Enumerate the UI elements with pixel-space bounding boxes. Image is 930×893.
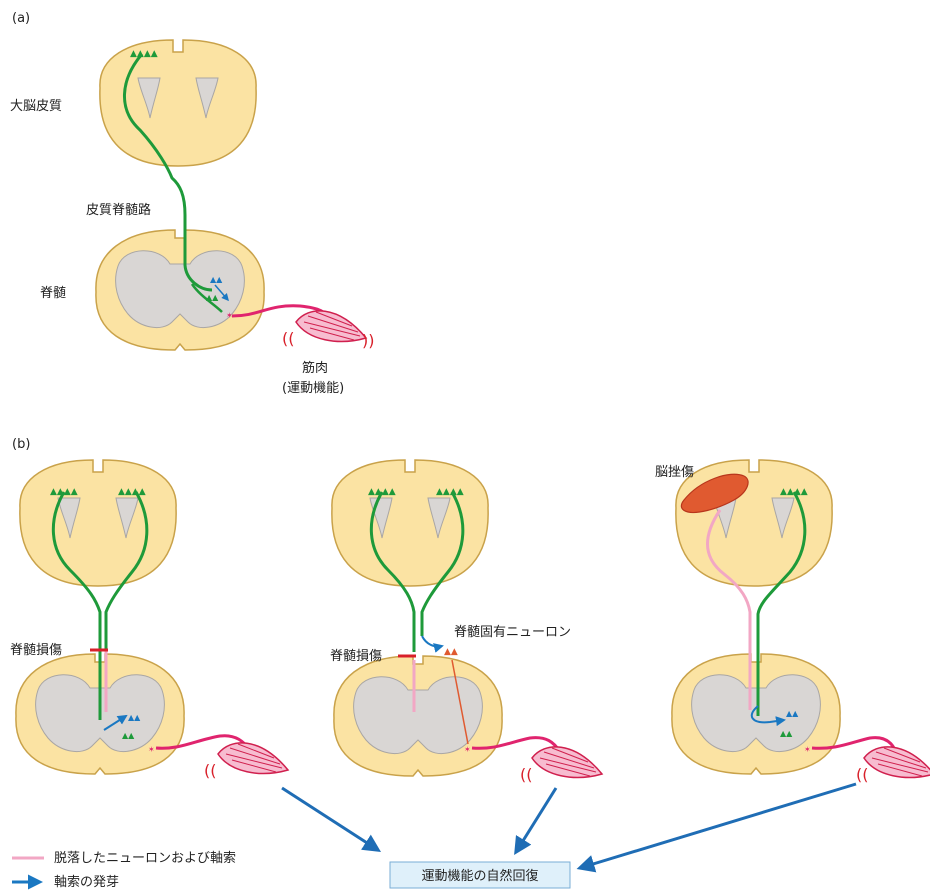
svg-text:▲▲▲▲: ▲▲▲▲ [780, 487, 808, 497]
b2-sprout-arrow [422, 636, 442, 647]
b2-muscle [532, 747, 602, 778]
svg-text:((: (( [856, 765, 868, 784]
propriospinal-neuron: ▲▲ [444, 647, 458, 657]
b1-brain [20, 460, 176, 586]
arrow-from-b2 [516, 788, 556, 852]
spinal-cord-label: 脊髄 [40, 286, 66, 301]
panel-a-cortical-neurons: ▲▲▲▲ [130, 49, 158, 59]
svg-text:✶: ✶ [804, 745, 811, 754]
b3-spinal-cord [672, 654, 840, 774]
panel-a-brain [100, 40, 256, 166]
arrow-from-b1 [282, 788, 378, 850]
b3-brain [676, 460, 832, 586]
svg-text:▲▲: ▲▲ [122, 731, 135, 740]
corticospinal-tract-label: 皮質脊髄路 [86, 202, 151, 218]
legend-sprout-label: 軸索の発芽 [54, 875, 119, 890]
cortex-label: 大脳皮質 [10, 99, 62, 114]
panel-a-spinal-cord [96, 230, 264, 350]
svg-text:)): )) [362, 331, 374, 350]
svg-text:((: (( [204, 761, 216, 780]
panel-a-muscle [296, 311, 366, 342]
svg-text:((: (( [520, 765, 532, 784]
b2-injury-label: 脊髄損傷 [330, 649, 382, 664]
svg-text:▲▲: ▲▲ [210, 275, 223, 284]
brain-injury-label: 脳挫傷 [655, 465, 694, 480]
svg-text:((: (( [282, 329, 294, 348]
b3-muscle [864, 747, 930, 778]
svg-text:▲▲▲▲: ▲▲▲▲ [436, 487, 464, 497]
muscle-label: 筋肉 [302, 360, 328, 376]
b1-injury-label: 脊髄損傷 [10, 643, 62, 658]
svg-text:▲▲: ▲▲ [206, 293, 219, 302]
svg-text:▲▲: ▲▲ [128, 713, 141, 722]
b2-brain [332, 460, 488, 586]
propriospinal-label: 脊髄固有ニューロン [454, 625, 571, 640]
b1-muscle [218, 743, 288, 774]
svg-text:▲▲▲▲: ▲▲▲▲ [118, 487, 146, 497]
svg-text:✶: ✶ [226, 311, 233, 320]
motor-function-label: (運動機能) [282, 381, 344, 396]
svg-text:✶: ✶ [148, 745, 155, 754]
recovery-label: 運動機能の自然回復 [421, 868, 538, 884]
b2-spinal-cord [334, 656, 502, 776]
legend-lost-label: 脱落したニューロンおよび軸索 [54, 851, 236, 866]
svg-text:▲▲: ▲▲ [786, 709, 799, 718]
panel-a-label: (a) [12, 11, 30, 26]
svg-text:▲▲: ▲▲ [780, 729, 793, 738]
svg-text:✶: ✶ [464, 745, 471, 754]
arrow-from-b3 [580, 784, 856, 868]
panel-b-label: (b) [12, 437, 30, 452]
